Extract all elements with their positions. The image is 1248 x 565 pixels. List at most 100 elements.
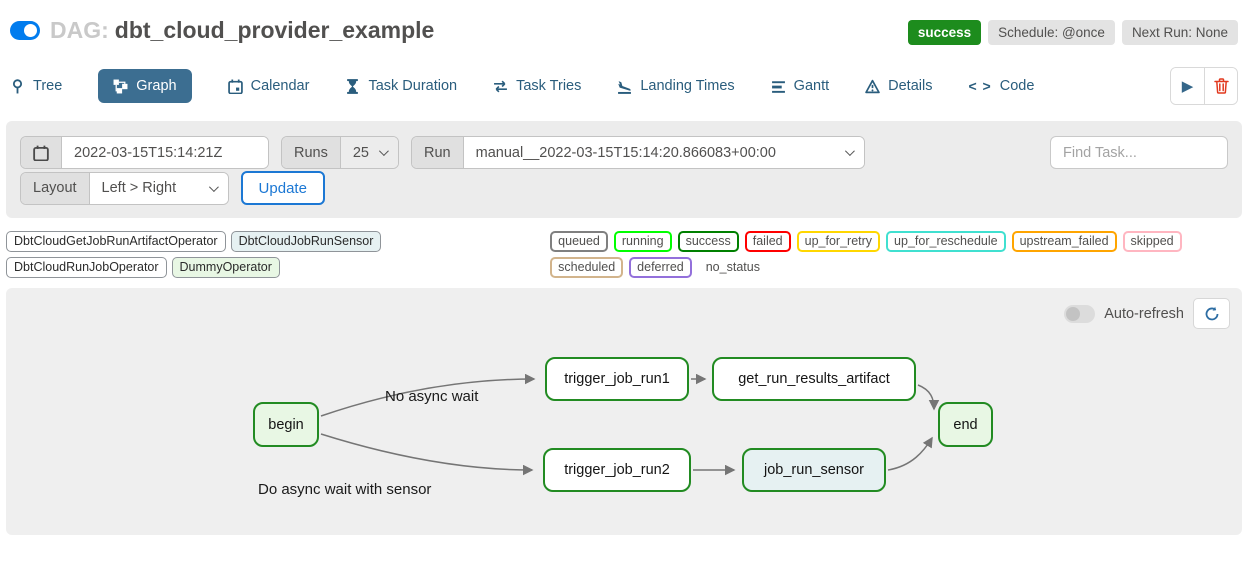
auto-refresh-control: Auto-refresh [1064,298,1230,329]
dag-action-buttons: ▶ [1170,67,1238,105]
base-date-input[interactable] [62,137,268,168]
run-select-group: Run manual__2022-03-15T15:14:20.866083+0… [411,136,865,169]
graph-icon [113,79,128,93]
dag-label: DAG: [50,17,109,43]
page-title: DAG:dbt_cloud_provider_example [50,17,434,44]
base-date-group [20,136,269,169]
layout-value: Left > Right [101,180,177,196]
status-badge: success [907,20,982,45]
find-task-input[interactable] [1050,136,1228,169]
tab-label: Landing Times [640,78,735,94]
play-icon: ▶ [1181,78,1194,95]
operator-badge: DummyOperator [171,257,280,278]
update-button[interactable]: Update [240,171,325,205]
task-node-job-run-sensor[interactable]: job_run_sensor [742,448,886,492]
trigger-dag-button[interactable]: ▶ [1171,68,1204,104]
calendar-icon [33,145,49,161]
repeat-icon [494,80,508,92]
run-select[interactable]: manual__2022-03-15T15:14:20.866083+00:00 [463,137,864,168]
hourglass-icon [347,78,359,94]
filter-panel: Runs 25 Run manual__2022-03-15T15:14:20.… [6,121,1242,218]
chevron-down-icon [208,181,219,192]
header-badges: success Schedule: @once Next Run: None [907,20,1238,45]
task-node-end[interactable]: end [938,402,993,447]
tab-task-duration[interactable]: Task Duration [345,69,457,103]
edge-label-do-async: Do async wait with sensor [258,481,432,498]
tab-graph[interactable]: Graph [98,69,192,103]
status-legend-item: running [613,231,672,252]
num-runs-group: Runs 25 [281,136,399,169]
code-icon: < > [968,78,992,94]
auto-refresh-label: Auto-refresh [1104,305,1184,322]
filter-row-2: Layout Left > Right Update [20,171,1228,205]
tab-label: Calendar [250,78,310,94]
tab-code[interactable]: < > Code [968,69,1034,103]
status-legend-item: queued [550,231,608,252]
trash-icon [1213,78,1229,94]
status-legend-item: upstream_failed [1011,231,1117,252]
edge-label-no-async: No async wait [385,388,479,405]
toggle-knob [1066,306,1081,321]
operator-badge: DbtCloudGetJobRunArtifactOperator [6,231,226,252]
toggle-knob [24,24,37,37]
dag-header: DAG:dbt_cloud_provider_example success S… [6,0,1242,45]
layout-group: Layout Left > Right [20,171,229,205]
layout-label: Layout [21,172,90,204]
graph-panel: Auto-refresh begin trigger_job_run1 get_… [6,288,1242,535]
status-legend-item: up_for_retry [796,231,881,252]
task-node-trigger-job-run2[interactable]: trigger_job_run2 [543,448,691,492]
status-legend-item: scheduled [550,257,624,278]
status-legend-item: deferred [629,257,692,278]
operator-badge: DbtCloudJobRunSensor [230,231,382,252]
tab-label: Details [888,78,933,94]
task-node-begin[interactable]: begin [253,402,319,447]
tab-label: Tree [33,78,63,94]
tab-label: Graph [136,78,177,94]
tab-label: Gantt [793,78,830,94]
filter-row-1: Runs 25 Run manual__2022-03-15T15:14:20.… [20,136,1228,169]
run-value: manual__2022-03-15T15:14:20.866083+00:00 [475,144,776,161]
status-legend-item: success [677,231,739,252]
dag-edges [320,373,940,476]
base-date-addon [21,137,62,168]
chevron-down-icon [844,146,855,157]
num-runs-value: 25 [352,144,369,161]
dag-name: dbt_cloud_provider_example [114,17,435,43]
next-run-badge: Next Run: None [1121,20,1238,45]
tab-label: Task Tries [516,78,582,94]
dag-pause-toggle[interactable] [10,21,40,40]
view-tabs: Tree Graph Calendar Task Duration Task T… [10,69,1034,103]
status-legend-item: failed [744,231,791,252]
warning-triangle-icon [865,79,880,93]
schedule-badge: Schedule: @once [988,20,1115,45]
layout-select[interactable]: Left > Right [89,172,228,204]
refresh-icon [1205,306,1218,320]
task-node-get-run-results-artifact[interactable]: get_run_results_artifact [712,357,916,401]
operator-legend: DbtCloudGetJobRunArtifactOperator DbtClo… [6,231,546,278]
runs-label: Runs [282,137,341,168]
tab-tree[interactable]: Tree [10,69,62,103]
tab-gantt[interactable]: Gantt [771,69,829,103]
tab-label: Code [999,78,1035,94]
run-label: Run [412,137,464,168]
chevron-down-icon [378,146,389,157]
gantt-icon [771,80,785,93]
view-tabbar: Tree Graph Calendar Task Duration Task T… [6,67,1242,105]
tab-calendar[interactable]: Calendar [227,69,310,103]
task-node-trigger-job-run1[interactable]: trigger_job_run1 [545,357,689,401]
delete-dag-button[interactable] [1204,68,1237,104]
tab-task-tries[interactable]: Task Tries [493,69,581,103]
status-legend-item: no_status [697,257,768,278]
plane-landing-icon [618,80,632,94]
tab-details[interactable]: Details [865,69,932,103]
status-legend-item: skipped [1122,231,1182,252]
status-legend: queued running success failed up_for_ret… [550,231,1242,278]
refresh-button[interactable] [1193,298,1230,329]
auto-refresh-toggle[interactable] [1064,304,1096,323]
tab-landing-times[interactable]: Landing Times [617,69,735,103]
tree-icon [12,78,23,93]
num-runs-select[interactable]: 25 [340,137,398,168]
operator-badge: DbtCloudRunJobOperator [6,257,167,278]
tab-label: Task Duration [368,78,458,94]
